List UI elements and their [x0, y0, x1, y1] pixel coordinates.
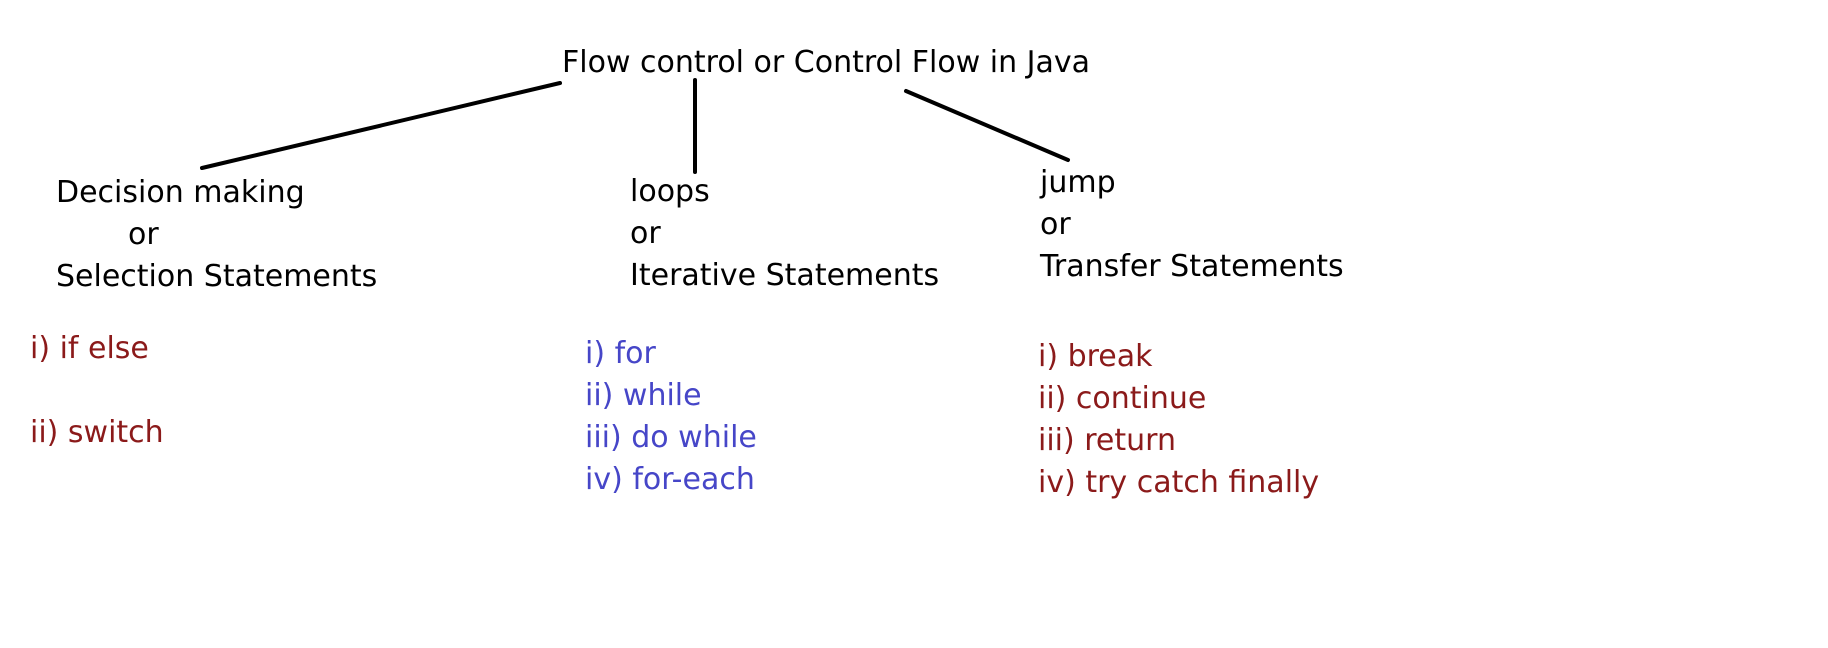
- list-item: iii) do while: [585, 420, 757, 455]
- list-item: iii) return: [1038, 423, 1176, 458]
- branch-jump-heading-line1: jump: [1040, 165, 1116, 200]
- list-item: ii) continue: [1038, 381, 1207, 416]
- list-item: i) break: [1038, 339, 1153, 374]
- connector-jump: [904, 89, 1070, 162]
- diagram-title: Flow control or Control Flow in Java: [562, 45, 1091, 80]
- list-item: iv) for-each: [585, 462, 755, 497]
- branch-loops-heading-line3: Iterative Statements: [630, 258, 940, 293]
- branch-jump-heading-line2: or: [1040, 207, 1071, 242]
- branch-decision-heading-line2: or: [128, 217, 159, 252]
- list-item: i) if else: [30, 331, 149, 366]
- list-item: iv) try catch finally: [1038, 465, 1320, 500]
- branch-jump-heading-line3: Transfer Statements: [1040, 249, 1344, 284]
- branch-jump-items: i) break ii) continue iii) return iv) tr…: [1038, 336, 1319, 504]
- list-item: i) for: [585, 336, 656, 371]
- branch-loops-heading-line2: or: [630, 216, 661, 251]
- branch-decision-heading-line1: Decision making: [56, 175, 305, 210]
- branch-loops-heading-line1: loops: [630, 174, 710, 209]
- list-item: ii) switch: [30, 415, 164, 450]
- branch-decision-items: i) if else ii) switch: [30, 328, 164, 454]
- branch-loops-items: i) for ii) while iii) do while iv) for-e…: [585, 333, 757, 501]
- branch-decision-heading-line3: Selection Statements: [56, 259, 378, 294]
- connector-decision: [200, 81, 562, 170]
- list-item: ii) while: [585, 378, 702, 413]
